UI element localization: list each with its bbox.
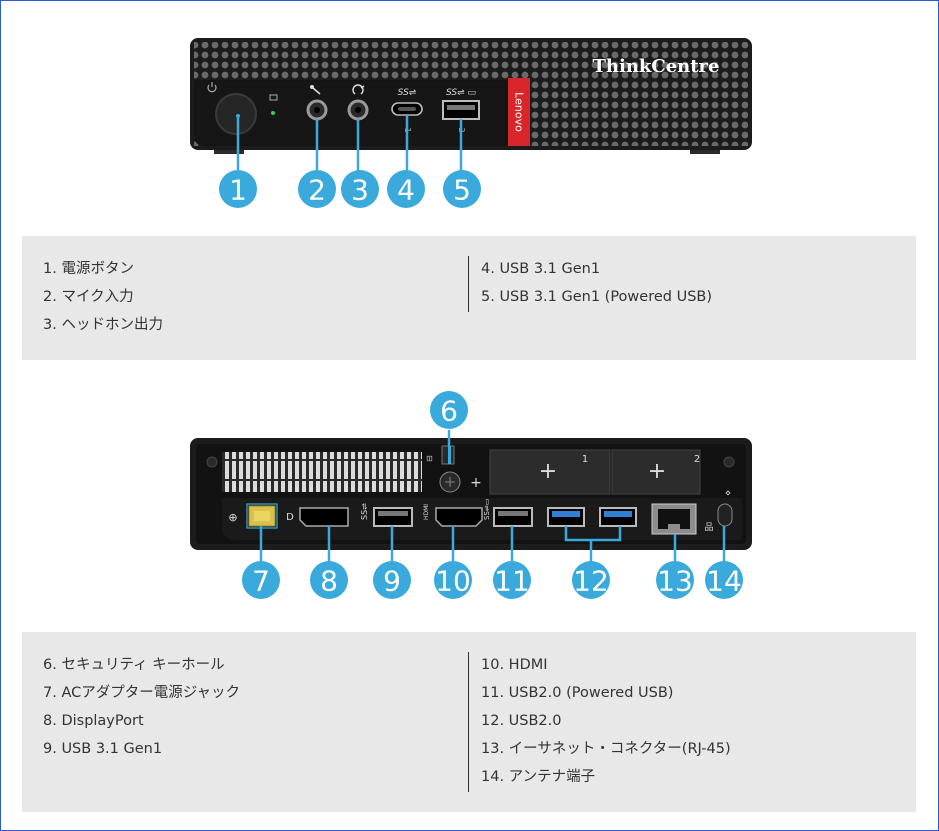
power-led: [271, 111, 275, 115]
legend-item-usb2-powered: 11. USB2.0 (Powered USB): [481, 685, 674, 701]
callout-10: 10: [434, 561, 472, 599]
svg-text:1: 1: [229, 174, 247, 207]
legend-item-antenna: 14. アンテナ端子: [481, 769, 596, 785]
usb-ss-power-icon: SS⇌ ▭: [446, 88, 476, 98]
legend-item-hdmi: 10. HDMI: [481, 657, 548, 673]
usb-powered-icon: SS⇌▭: [483, 499, 491, 520]
legend-item-headphone-output: 3. ヘッドホン出力: [43, 317, 163, 333]
callout-2: 2: [298, 170, 336, 208]
rear-vents: [222, 452, 422, 492]
callout-3: 3: [341, 170, 379, 208]
expansion-slot-2: [611, 449, 701, 495]
front-panel-illustration: ThinkCentre Lenovo SS⇌ 1 SS⇌ ▭ 2 1 2 3 4…: [190, 38, 752, 208]
legend-item-usb2: 12. USB2.0: [481, 713, 562, 729]
svg-text:+: +: [539, 459, 557, 484]
ethernet-icon: 品: [704, 522, 713, 533]
displayport-icon: D: [286, 512, 294, 523]
rear-panel-illustration: ⊟ + + + 1 2 ⊕ D SS⇌ HDMI SS⇌▭ ⋄ 品: [190, 391, 752, 599]
usb3-port-rear[interactable]: [373, 507, 413, 527]
legend-item-displayport: 8. DisplayPort: [43, 713, 144, 729]
svg-text:+: +: [470, 475, 482, 491]
front-legend-right: 4. USB 3.1 Gen1 5. USB 3.1 Gen1 (Powered…: [481, 258, 712, 314]
power-button[interactable]: [215, 93, 257, 135]
legend-item-usb3-rear: 9. USB 3.1 Gen1: [43, 741, 163, 757]
hdmi-port[interactable]: [435, 507, 483, 527]
callout-9: 9: [373, 561, 411, 599]
callout-5: 5: [443, 170, 481, 208]
drive-icon: [269, 94, 278, 101]
svg-text:5: 5: [453, 174, 471, 207]
callout-7: 7: [242, 561, 280, 599]
callout-6: 6: [430, 391, 468, 429]
callout-4: 4: [387, 170, 425, 208]
rear-legend-left: 6. セキュリティ キーホール 7. ACアダプター電源ジャック 8. Disp…: [43, 654, 240, 766]
rear-legend: 6. セキュリティ キーホール 7. ACアダプター電源ジャック 8. Disp…: [22, 632, 916, 812]
svg-text:7: 7: [252, 565, 270, 598]
lock-icon: ⊟: [425, 455, 434, 462]
svg-text:13: 13: [657, 565, 693, 598]
antenna-port[interactable]: [717, 503, 733, 527]
power-icon: [207, 82, 217, 93]
callout-13: 13: [656, 561, 694, 599]
svg-text:4: 4: [397, 174, 415, 207]
legend-divider: [468, 256, 469, 312]
expansion-slot-1: [489, 449, 611, 495]
mic-icon: [310, 85, 321, 95]
callout-14: 14: [705, 561, 743, 599]
legend-item-power-button: 1. 電源ボタン: [43, 261, 134, 277]
thinkcentre-logo: ThinkCentre: [593, 56, 720, 77]
displayport-port[interactable]: [299, 507, 349, 527]
svg-text:6: 6: [440, 395, 458, 428]
legend-item-usb-c: 4. USB 3.1 Gen1: [481, 261, 601, 277]
legend-item-usb-a-powered: 5. USB 3.1 Gen1 (Powered USB): [481, 289, 713, 305]
usb2-powered-port[interactable]: [493, 507, 533, 527]
antenna-icon: ⋄: [725, 488, 731, 499]
dc-in-icon: ⊕: [228, 511, 237, 524]
expansion-slot-label-1: 1: [582, 454, 588, 465]
legend-item-ethernet: 13. イーサネット・コネクター(RJ-45): [481, 741, 731, 757]
svg-text:10: 10: [435, 565, 471, 598]
svg-text:8: 8: [320, 565, 338, 598]
callout-12: 12: [572, 561, 610, 599]
lenovo-red-strip: [508, 78, 530, 146]
front-legend-left: 1. 電源ボタン 2. マイク入力 3. ヘッドホン出力: [43, 258, 163, 342]
lenovo-logo: Lenovo: [513, 92, 526, 132]
hdmi-icon: HDMI: [423, 504, 430, 520]
front-legend: 1. 電源ボタン 2. マイク入力 3. ヘッドホン出力 4. USB 3.1 …: [22, 236, 916, 360]
headphone-icon: [352, 84, 365, 95]
svg-text:11: 11: [494, 565, 530, 598]
callout-8: 8: [310, 561, 348, 599]
expansion-slot-label-2: 2: [694, 454, 700, 465]
legend-item-security-keyhole: 6. セキュリティ キーホール: [43, 657, 225, 673]
rear-legend-right: 10. HDMI 11. USB2.0 (Powered USB) 12. US…: [481, 654, 731, 794]
usb-ss-icon: SS⇌: [398, 88, 417, 98]
svg-text:9: 9: [383, 565, 401, 598]
svg-text:14: 14: [706, 565, 742, 598]
svg-text:12: 12: [573, 565, 609, 598]
svg-text:2: 2: [308, 174, 326, 207]
callout-11: 11: [493, 561, 531, 599]
usb-ss-icon-rear: SS⇌: [360, 503, 369, 520]
legend-item-ac-adapter-jack: 7. ACアダプター電源ジャック: [43, 685, 241, 701]
callout-1: 1: [219, 170, 257, 208]
svg-text:3: 3: [351, 174, 369, 207]
legend-divider: [468, 652, 469, 792]
legend-item-mic-input: 2. マイク入力: [43, 289, 134, 305]
svg-text:+: +: [648, 459, 666, 484]
